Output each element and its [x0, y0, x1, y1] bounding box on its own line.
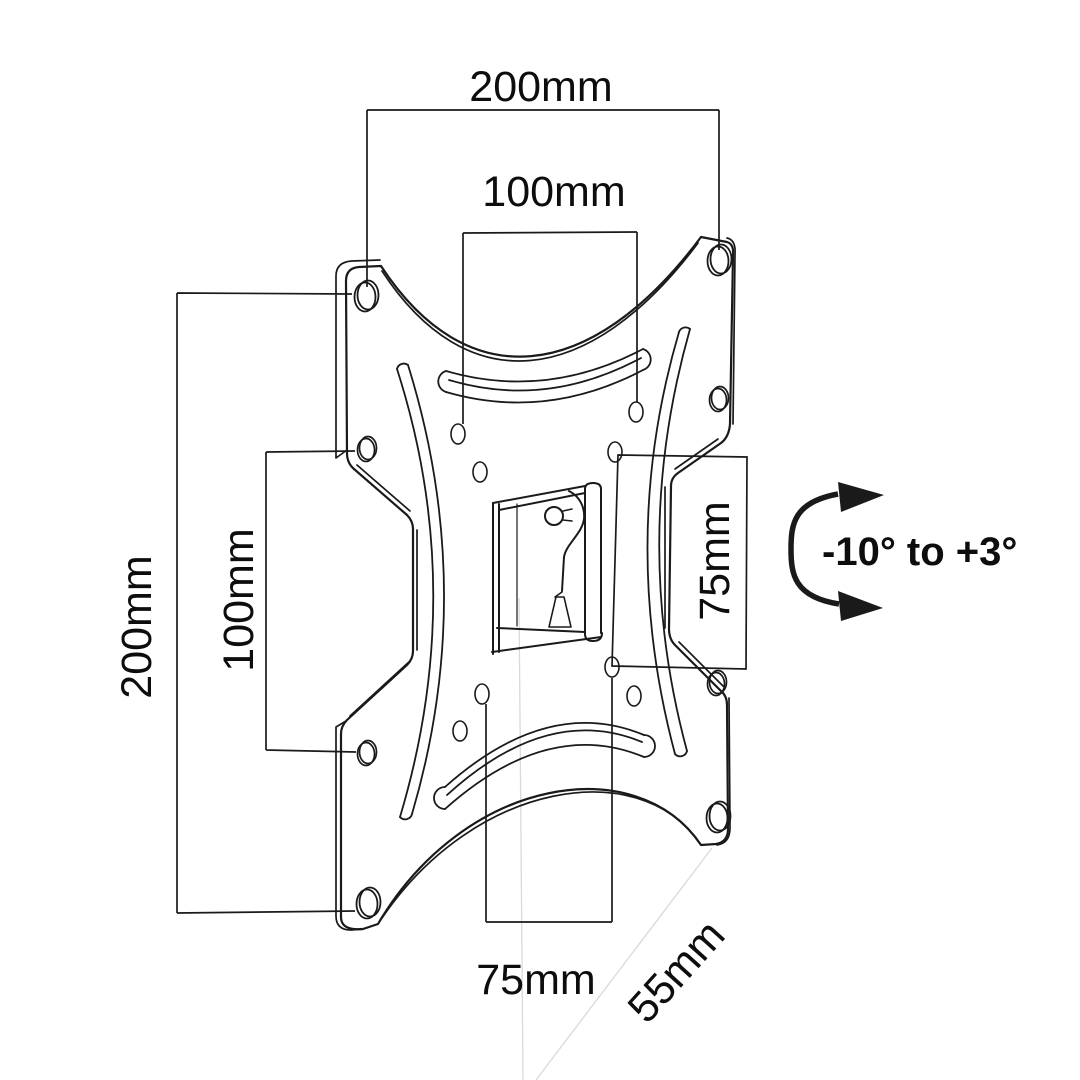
- dim-label-left-outer: 200mm: [113, 555, 161, 698]
- edge-hole-left-upper-ring: [358, 435, 378, 461]
- dim-line-bottom: [485, 678, 613, 923]
- tilt-arc: [788, 491, 840, 607]
- corner-hole-bottom-left: [355, 888, 379, 920]
- dim-line-top-inner: [462, 231, 638, 424]
- edge-hole-right-lower-ring: [708, 669, 728, 695]
- top-edge-inner-line: [381, 242, 699, 362]
- right-lower-diagonal-bevel: [678, 641, 724, 687]
- top-slot-left-cap: [437, 370, 447, 393]
- bottom-slot-upper-line: [444, 721, 645, 788]
- dim-line-top-outer: [366, 109, 720, 287]
- dim-box-right: [611, 454, 748, 670]
- vesa75-hole-top-left: [472, 461, 488, 483]
- right-slot-outer-line: [658, 328, 691, 752]
- bottom-slot-mid-line: [446, 729, 643, 796]
- bottom-slot-right-cap: [643, 734, 656, 758]
- tilt-arrowhead-bottom-icon: [838, 591, 883, 621]
- hook-pin-ticks: [562, 508, 573, 522]
- bottom-edge-inner-line: [381, 791, 699, 919]
- corner-hole-bottom-right-ring: [708, 800, 732, 832]
- right-top-side-face: [726, 237, 736, 425]
- hook-foot-wedge: [548, 596, 572, 628]
- vesa75-hole-bottom-left: [474, 683, 490, 705]
- curved-slots: [396, 326, 691, 821]
- corner-hole-bottom-left-ring: [358, 886, 382, 918]
- corner-hole-top-right-ring: [709, 243, 733, 275]
- left-lower-diagonal-bevel: [349, 660, 411, 717]
- left-slot-inner-line: [407, 364, 445, 815]
- top-slot-mid-line: [448, 357, 642, 392]
- dimension-lines: [176, 109, 748, 923]
- top-slot-upper-line: [445, 348, 644, 383]
- dim-line-left-inner: [265, 450, 357, 753]
- hook-pin-circle: [544, 506, 564, 526]
- vesa100-hole-top-right: [628, 401, 644, 423]
- bracket-plate: [335, 235, 736, 931]
- faint-vertical-projection-line: [518, 597, 524, 1080]
- corner-hole-top-left-ring: [356, 279, 380, 311]
- faint-diagonal-projection-line: [535, 847, 713, 1080]
- corner-hole-top-right: [706, 245, 730, 277]
- corner-mounting-holes: [353, 243, 733, 920]
- corner-hole-top-left: [353, 281, 377, 313]
- channel-bottom-bar-upper: [496, 627, 586, 633]
- edge-hole-right-upper: [708, 387, 728, 413]
- dim-line-left-outer: [176, 292, 356, 914]
- tilt-arrowhead-top-icon: [838, 482, 884, 512]
- top-slot-lower-line: [445, 369, 644, 404]
- hook-curve: [561, 490, 586, 592]
- bracket-outline: [339, 235, 735, 931]
- edge-holes: [356, 385, 730, 767]
- hook-jog: [554, 591, 563, 598]
- faint-projection-lines: [518, 597, 713, 1080]
- right-slot-bottom-cap: [674, 750, 688, 758]
- right-bottom-side-face: [716, 697, 731, 846]
- left-bottom-side-face: [335, 720, 364, 931]
- tilt-range-label: -10° to +3°: [822, 530, 1017, 574]
- dim-label-left-inner: 100mm: [215, 528, 263, 671]
- edge-hole-left-lower: [356, 741, 376, 767]
- edge-hole-right-upper-ring: [710, 385, 730, 411]
- edge-hole-left-lower-ring: [358, 739, 378, 765]
- right-slot-inner-line: [646, 331, 680, 755]
- channel-bottom-bar-lower: [491, 636, 602, 653]
- channel-right-bar-top-cap: [584, 482, 602, 490]
- bottom-slot-lower-line: [444, 743, 645, 810]
- edge-hole-right-lower: [706, 671, 726, 697]
- left-top-side-face: [335, 259, 381, 459]
- vesa100-hole-bottom-right: [626, 685, 642, 707]
- left-slot-bottom-cap: [399, 813, 413, 821]
- dimension-labels: 200mm 100mm 200mm 100mm 75mm 75mm 55mm: [113, 63, 739, 1032]
- edge-hole-left-upper: [356, 437, 376, 463]
- left-slot-top-cap: [396, 362, 409, 370]
- vesa100-hole-top-left: [450, 423, 466, 445]
- bottom-slot-left-cap: [433, 786, 446, 810]
- vesa100-hole-bottom-left: [452, 720, 468, 742]
- channel-top-bar-lower: [498, 492, 586, 511]
- left-upper-diagonal-bevel: [356, 464, 411, 512]
- dim-label-top-outer: 200mm: [469, 63, 612, 111]
- dim-label-top-inner: 100mm: [482, 168, 625, 216]
- vesa75-hole-top-right: [607, 441, 623, 463]
- channel-top-bar-upper: [492, 485, 586, 504]
- tilt-annotation: -10° to +3°: [788, 482, 1017, 621]
- right-upper-diagonal-bevel: [674, 438, 719, 470]
- plate-thickness-lines: [335, 237, 736, 931]
- dim-label-right: 75mm: [691, 501, 739, 620]
- right-slot-top-cap: [678, 326, 691, 333]
- dim-label-diagonal: 55mm: [619, 911, 735, 1032]
- dim-label-bottom: 75mm: [476, 956, 595, 1004]
- corner-hole-bottom-right: [705, 802, 729, 834]
- left-slot-outer-line: [396, 368, 435, 818]
- central-channel: [491, 482, 603, 655]
- top-slot-right-cap: [642, 348, 652, 371]
